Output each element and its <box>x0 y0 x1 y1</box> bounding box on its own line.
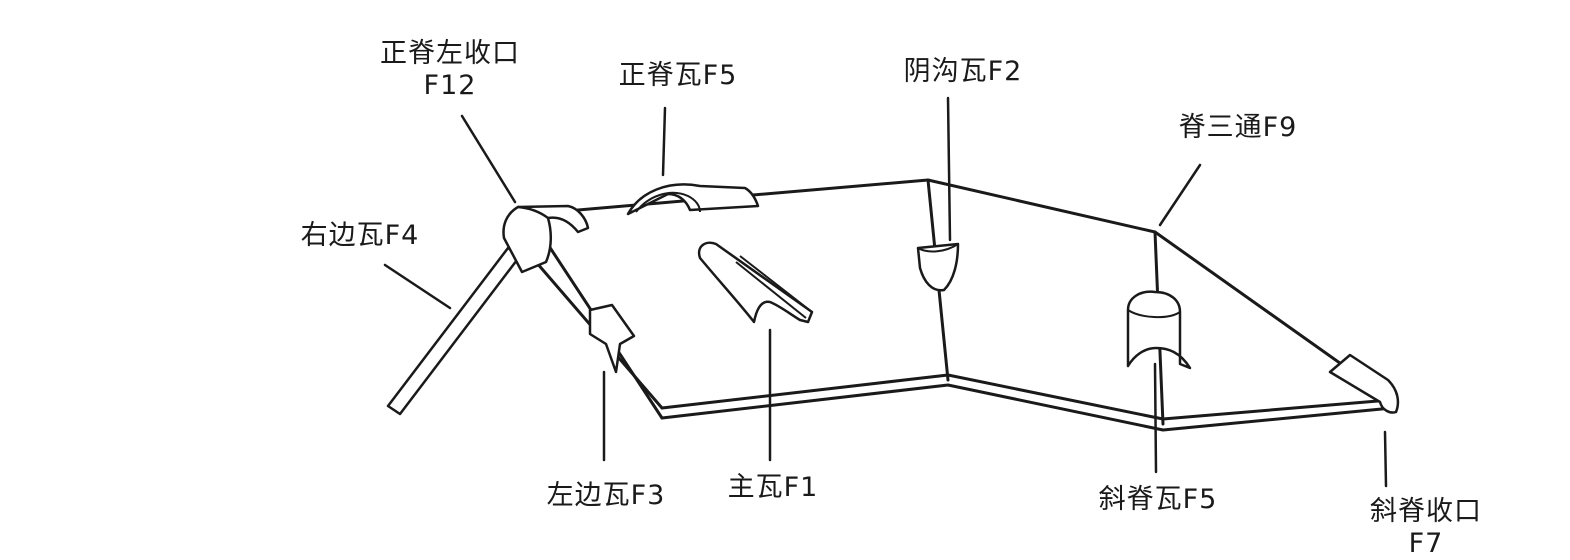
label-ridge-left-cap-line2: F12 <box>423 70 477 101</box>
leader-valley-tile <box>946 96 952 242</box>
label-right-edge-tile: 右边瓦F4 <box>300 220 420 251</box>
label-ridge-tee: 脊三通F9 <box>1178 112 1298 143</box>
label-ridge-left-cap: 正脊左收口 F12 <box>362 38 538 102</box>
valley-tile-shape <box>916 242 960 292</box>
label-hip-ridge-cap-line2: F7 <box>1408 528 1444 559</box>
roof-top-ridge-line <box>518 178 1394 402</box>
leader-lines <box>383 96 1388 488</box>
label-valley-tile: 阴沟瓦F2 <box>903 56 1023 87</box>
hip-ridge-cap-shape <box>1328 353 1400 414</box>
left-edge-tile-shape <box>588 303 636 374</box>
leader-ridge-left-cap <box>460 114 517 204</box>
leader-ridge-tile <box>661 106 667 177</box>
leader-right-edge-tile <box>383 263 452 310</box>
roof-bottom-eave-inner-line <box>660 373 1392 421</box>
roof-outline <box>518 178 1394 432</box>
leader-hip-ridge-cap <box>1383 430 1388 488</box>
right-edge-tile-shape <box>386 246 522 416</box>
leader-ridge-tee <box>1158 163 1202 227</box>
label-main-tile: 主瓦F1 <box>727 472 819 503</box>
ridge-left-cap-shape <box>502 204 590 274</box>
main-tile-shape <box>697 241 814 324</box>
ridge-tile-top-shape <box>626 183 760 216</box>
hip-ridge-tile-shape <box>1126 290 1192 370</box>
label-ridge-tile: 正脊瓦F5 <box>618 60 738 91</box>
label-hip-ridge-cap: 斜脊收口 F7 <box>1356 496 1496 560</box>
roof-bottom-eave-line <box>660 383 1394 432</box>
label-hip-ridge-cap-line1: 斜脊收口 <box>1370 496 1482 527</box>
label-left-edge-tile: 左边瓦F3 <box>546 480 666 511</box>
label-hip-ridge-tile: 斜脊瓦F5 <box>1098 484 1218 515</box>
label-ridge-left-cap-line1: 正脊左收口 <box>380 38 520 69</box>
leader-hip-ridge-tile <box>1153 362 1158 474</box>
